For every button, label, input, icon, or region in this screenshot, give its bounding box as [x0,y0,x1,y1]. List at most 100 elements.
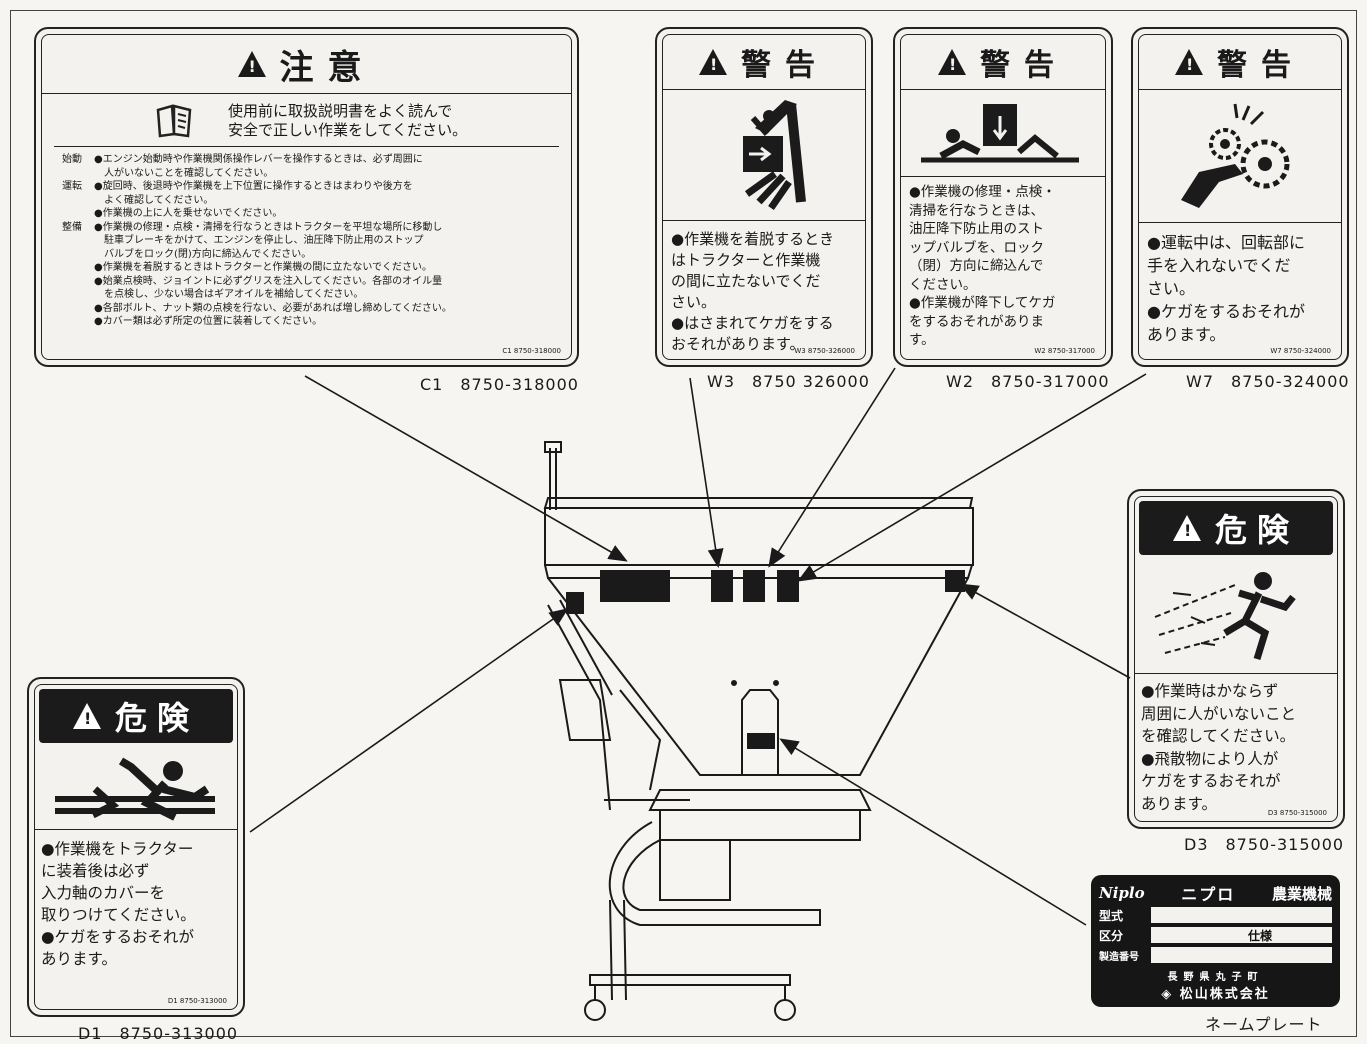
caption-nameplate: ネームプレート [1205,1015,1323,1034]
label-c1-intro: 使用前に取扱説明書をよく読んで 安全で正しい作業をしてください。 [54,94,559,147]
label-d1-line: あります。 [41,950,117,968]
label-c1-title: 注意 [279,47,376,88]
label-d1-line: 入力軸のカバーを [41,884,166,902]
label-w3-line: さい。 [671,293,717,311]
diagram-frame [10,10,1357,1037]
warning-triangle-icon [1175,49,1203,75]
warning-triangle-icon [699,49,727,75]
row-text: ●作業機を着脱するときはトラクターと作業機の間に立たないでください。 [94,262,433,273]
plate-company-name: 松山株式会社 [1179,987,1270,1002]
falling-implement-icon [921,104,1079,163]
label-w3-line: おそれがあります。 [671,335,805,353]
warning-triangle-icon [938,49,966,75]
label-w3-line: はトラクターと作業機 [671,251,821,269]
label-d1-title: 危険 [114,699,199,737]
brand-logo-latin: Niplo [1099,884,1145,902]
label-d3-line: ●飛散物により人が [1141,749,1279,768]
danger-triangle-icon [1172,515,1201,541]
label-w2-line: ください。 [909,276,977,293]
label-w2-line: （閉）方向に締込んで [909,258,1044,274]
label-w2-line: をするおそれがありま [909,313,1044,330]
label-c1-row: 駐車ブレーキをかけて、エンジンを停止し、油圧降下防止用のストップ [62,234,557,248]
label-d3-code: D3 8750-315000 [1267,809,1327,817]
label-w7-text: ●運転中は、回転部に 手を入れないでくだ さい。 ●ケガをするおそれが あります… [1139,222,1341,346]
label-w3-inner: 警告 ●作業機を着脱するとき はトラクターと作業機 の間に立たないでくだ さい。… [662,34,866,360]
label-d1-line: に装着後は必ず [41,862,150,880]
label-d1-header: 危険 [39,689,233,743]
row-category [62,194,94,208]
label-w2-inner: 警告 ●作業機の修理・点検・ 清掃を行なうときは、 油圧降下防止用のスト ップバ… [900,34,1106,360]
row-category [62,315,94,329]
label-d3-inner: 危険 ●作業時はかならず 周囲に人がいないこと を確認してください。 ●飛散物に… [1134,496,1338,822]
label-w7-line: さい。 [1147,279,1196,298]
row-category [62,261,94,275]
row-category [62,275,94,289]
manual-book-icon [156,104,192,138]
label-c1-row: ●作業機の上に人を乗せないでください。 [62,207,557,221]
row-text: ●旋回時、後退時や作業機を上下位置に操作するときはまわりや後方を [94,181,413,192]
label-c1-row: バルブをロック(閉)方向に締込んでください。 [62,248,557,262]
label-w7-line: 手を入れないでくだ [1147,256,1291,275]
label-c1-row: ●始業点検時、ジョイントに必ずグリスを注入してください。各部のオイル量 [62,275,557,289]
plate-row-serial-label: 製造番号 [1099,951,1139,963]
plate-row-serial: 製造番号 [1099,945,1332,965]
label-w7-line: ●ケガをするおそれが [1147,302,1305,321]
row-category [62,167,94,181]
row-text: ●エンジン始動時や作業機関係操作レバーを操作するときは、必ず周囲に [94,154,423,165]
label-w2-line: ップバルブを、ロック [909,239,1044,256]
label-w3-line: ●作業機を着脱するとき [671,230,835,248]
label-w3-header: 警告 [663,35,865,90]
caption-d1: D1 8750-313000 [78,1024,239,1043]
label-w3-line: ●はさまれてケガをする [671,314,834,332]
caption-w2: W2 8750-317000 [946,372,1110,391]
row-category [62,288,94,302]
row-text: よく確認してください。 [94,194,214,206]
label-c1-intro-line2: 安全で正しい作業をしてください。 [228,121,468,139]
label-c1-rows: 始動●エンジン始動時や作業機関係操作レバーを操作するときは、必ず周囲に 人がいな… [42,147,571,329]
plate-address: 長野県丸子町 [1167,972,1264,983]
label-c1-header: 注意 [42,35,571,94]
label-w7-inner: 警告 ●運転中は、回転部に 手を入れないでくだ さい。 ●ケガをするおそれが あ… [1138,34,1342,360]
plate-row-class: 区分 仕様 [1099,925,1332,945]
plate-company: ◈ 松山株式会社 [1099,983,1332,1002]
label-w2-line: ●作業機の修理・点検・ [909,184,1056,200]
label-c1-row: 始動●エンジン始動時や作業機関係操作レバーを操作するときは、必ず周囲に [62,153,557,167]
row-category [62,302,94,316]
row-text: ●作業機の上に人を乗せないでください。 [94,208,283,219]
plate-serial-field [1151,947,1332,963]
row-text: を点検し、少ない場合はギアオイルを補給してください。 [94,289,364,300]
warning-triangle-icon [237,51,266,77]
rotating-gear-hazard-icon [1181,103,1290,208]
label-w3-title: 警告 [741,48,829,83]
flying-debris-hazard-icon [1154,572,1296,661]
label-d3-danger: 危険 ●作業時はかならず 周囲に人がいないこと を確認してください。 ●飛散物に… [1127,489,1345,829]
name-plate: Niplo ニプロ 農業機械 型式 区分 仕様 製造番号 長野県丸子町 ◈ 松山… [1091,875,1340,1007]
name-plate-header: Niplo ニプロ 農業機械 [1099,881,1332,905]
caption-w3: W3 8750 326000 [707,372,870,391]
label-c1-row: よく確認してください。 [62,194,557,208]
label-c1-intro-line1: 使用前に取扱説明書をよく読んで [228,102,453,120]
label-w2-line: 油圧降下防止用のスト [909,221,1044,237]
label-d3-line: あります。 [1141,794,1217,813]
row-text: ●カバー類は必ず所定の位置に装着してください。 [94,316,323,327]
label-w2-line: す。 [909,332,935,348]
label-d3-line: ●作業時はかならず [1141,682,1279,700]
row-text: ●各部ボルト、ナット類の点検を行ない、必要があれば増し締めしてください。 [94,302,452,314]
row-text: ●作業機の修理・点検・清掃を行なうときはトラクターを平坦な場所に移動し [94,221,443,233]
label-d1-danger: 危険 ●作業機をトラクター に装着後は必ず 入力軸のカバーを 取りつけてください… [27,677,245,1017]
row-category [62,207,94,221]
label-d1-text: ●作業機をトラクター に装着後は必ず 入力軸のカバーを 取りつけてください。 ●… [35,829,237,970]
plate-class-field: 仕様 [1151,927,1332,943]
label-d1-line: ●作業機をトラクター [41,840,194,858]
label-d1-code: D1 8750-313000 [167,997,227,1005]
label-d3-header: 危険 [1139,501,1333,555]
label-c1-inner: 注意 使用前に取扱説明書をよく読んで 安全で正しい作業をしてください。 始動●エ… [41,34,572,360]
label-w3-line: の間に立たないでくだ [671,272,821,290]
caption-c1: C1 8750-318000 [420,375,579,394]
row-category [62,234,94,248]
plate-row-model: 型式 [1099,905,1332,925]
row-category: 整備 [62,221,82,233]
label-w3-text: ●作業機を着脱するとき はトラクターと作業機 の間に立たないでくだ さい。 ●は… [663,220,865,355]
label-w2-title: 警告 [980,48,1068,83]
row-text: 駐車ブレーキをかけて、エンジンを停止し、油圧降下防止用のストップ [94,235,424,246]
